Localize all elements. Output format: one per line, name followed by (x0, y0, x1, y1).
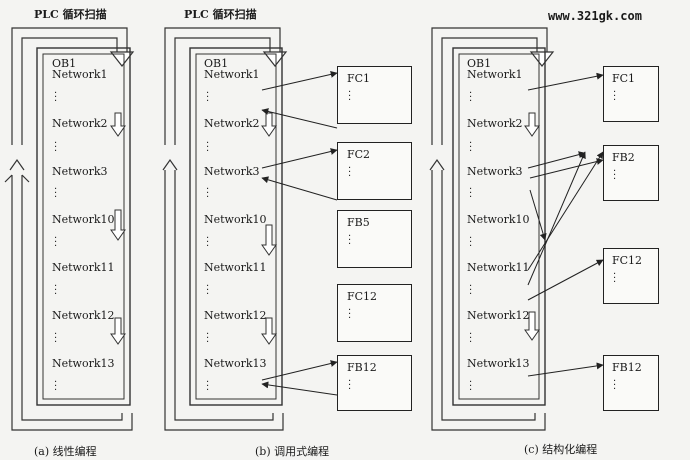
ellipsis-icon: ··· (54, 184, 58, 203)
panel-b-title: PLC 循环扫描 (184, 8, 257, 21)
network-label: Network13 (204, 357, 267, 370)
block-fc12: FC12 ··· (337, 284, 412, 342)
panel-c-flow-arrows (524, 112, 540, 341)
ellipsis-icon: ··· (348, 376, 352, 395)
network-label: Network3 (467, 165, 523, 178)
block-fc12: FC12 ··· (603, 248, 659, 304)
panel-c-call-arrows (527, 72, 604, 377)
ellipsis-icon: ··· (206, 281, 210, 300)
network-label: Network11 (204, 261, 267, 274)
network-label: Network3 (52, 165, 108, 178)
block-label: FB5 (347, 216, 370, 229)
block-fb12: FB12 ··· (603, 355, 659, 411)
watermark-text: www.321gk.com (548, 9, 642, 23)
network-label: Network1 (467, 68, 523, 81)
network-label: Network10 (204, 213, 267, 226)
block-fc2: FC2 ··· (337, 142, 412, 200)
network-label: Network10 (467, 213, 530, 226)
ellipsis-icon: ··· (469, 329, 473, 348)
ellipsis-icon: ··· (348, 163, 352, 182)
ellipsis-icon: ··· (613, 269, 617, 288)
network-label: Network12 (52, 309, 115, 322)
panel-b-call-arrows (261, 70, 338, 396)
ob1-label: OB1 (467, 57, 492, 70)
ellipsis-icon: ··· (469, 233, 473, 252)
block-fb2: FB2 ··· (603, 145, 659, 201)
ellipsis-icon: ··· (613, 166, 617, 185)
ellipsis-icon: ··· (469, 184, 473, 203)
network-label: Network2 (467, 117, 523, 130)
network-label: Network2 (204, 117, 260, 130)
panel-a-flow-arrows (110, 112, 126, 345)
ellipsis-icon: ··· (348, 231, 352, 250)
ellipsis-icon: ··· (469, 138, 473, 157)
ellipsis-icon: ··· (613, 376, 617, 395)
panel-b-flow-arrows (261, 112, 277, 345)
panel-c-caption: (c) 结构化编程 (524, 443, 598, 456)
ellipsis-icon: ··· (206, 184, 210, 203)
network-label: Network13 (467, 357, 530, 370)
network-label: Network3 (204, 165, 260, 178)
ellipsis-icon: ··· (348, 305, 352, 324)
network-label: Network1 (52, 68, 108, 81)
ellipsis-icon: ··· (613, 87, 617, 106)
block-label: FC1 (612, 72, 636, 85)
block-label: FC12 (612, 254, 643, 267)
ellipsis-icon: ··· (206, 233, 210, 252)
ellipsis-icon: ··· (54, 377, 58, 396)
ellipsis-icon: ··· (54, 233, 58, 252)
ellipsis-icon: ··· (54, 281, 58, 300)
block-fb12: FB12 ··· (337, 355, 412, 411)
ob1-label: OB1 (52, 57, 77, 70)
panel-b-caption: (b) 调用式编程 (255, 445, 330, 458)
ellipsis-icon: ··· (206, 88, 210, 107)
block-fc1: FC1 ··· (603, 66, 659, 122)
ellipsis-icon: ··· (206, 329, 210, 348)
network-label: Network12 (204, 309, 267, 322)
ellipsis-icon: ··· (206, 377, 210, 396)
ellipsis-icon: ··· (54, 329, 58, 348)
network-label: Network2 (52, 117, 108, 130)
ellipsis-icon: ··· (206, 138, 210, 157)
network-label: Network11 (52, 261, 115, 274)
ellipsis-icon: ··· (54, 138, 58, 157)
block-fc1: FC1 ··· (337, 66, 412, 124)
block-label: FB12 (612, 361, 642, 374)
ellipsis-icon: ··· (469, 88, 473, 107)
panel-b-scan-loop (162, 27, 288, 431)
block-label: FB2 (612, 151, 635, 164)
network-label: Network13 (52, 357, 115, 370)
ellipsis-icon: ··· (54, 88, 58, 107)
panel-a-title: PLC 循环扫描 (34, 8, 107, 21)
block-label: FC2 (347, 148, 371, 161)
panel-a-caption: (a) 线性编程 (34, 445, 97, 458)
ob1-label: OB1 (204, 57, 229, 70)
panel-a-scan-loop (4, 27, 135, 431)
block-label: FC12 (347, 290, 378, 303)
block-fb5: FB5 ··· (337, 210, 412, 268)
block-label: FB12 (347, 361, 377, 374)
ellipsis-icon: ··· (348, 87, 352, 106)
block-label: FC1 (347, 72, 371, 85)
ellipsis-icon: ··· (469, 377, 473, 396)
network-label: Network10 (52, 213, 115, 226)
network-label: Network11 (467, 261, 530, 274)
network-label: Network1 (204, 68, 260, 81)
network-label: Network12 (467, 309, 530, 322)
ellipsis-icon: ··· (469, 281, 473, 300)
panel-c-scan-loop (429, 27, 555, 431)
